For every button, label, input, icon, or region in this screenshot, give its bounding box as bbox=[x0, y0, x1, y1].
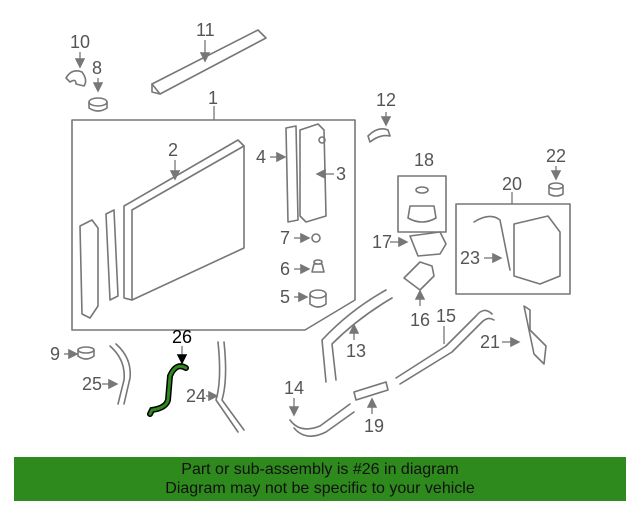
callout-4: 4 bbox=[256, 147, 266, 167]
callout-19: 19 bbox=[364, 416, 384, 436]
part-2-radiator-core bbox=[123, 139, 245, 301]
part-20-reservoir-tank bbox=[473, 215, 561, 285]
callout-10: 10 bbox=[70, 32, 90, 52]
part-21-bracket bbox=[523, 305, 547, 365]
part-18-cap-box bbox=[397, 175, 447, 233]
part-24-hose bbox=[215, 341, 245, 433]
part-8-cushion bbox=[88, 97, 108, 112]
parts-diagram: 11 10 8 1 2 4 3 7 6 bbox=[50, 20, 571, 437]
part-3-tank bbox=[299, 123, 327, 223]
part-9-cushion bbox=[77, 346, 95, 360]
callout-21: 21 bbox=[480, 332, 500, 352]
callout-11: 11 bbox=[196, 20, 215, 40]
callout-20: 20 bbox=[502, 174, 522, 194]
callout-22: 22 bbox=[546, 146, 566, 166]
callout-14: 14 bbox=[284, 378, 304, 398]
radiator-assembly-box bbox=[71, 119, 356, 331]
callout-2: 2 bbox=[168, 140, 178, 160]
callout-9: 9 bbox=[50, 344, 60, 364]
banner-line-2: Diagram may not be specific to your vehi… bbox=[165, 480, 475, 497]
radiator-side-tank-left bbox=[79, 209, 119, 319]
part-7-drain-plug bbox=[311, 233, 321, 243]
part-20-reservoir-box bbox=[455, 203, 571, 295]
callout-23: 23 bbox=[460, 248, 480, 268]
callout-16: 16 bbox=[410, 310, 430, 330]
callout-25: 25 bbox=[82, 374, 102, 394]
info-banner: Part or sub-assembly is #26 in diagram D… bbox=[14, 457, 626, 501]
callout-15: 15 bbox=[436, 306, 456, 326]
callout-5: 5 bbox=[280, 287, 290, 307]
callout-26: 26 bbox=[172, 327, 192, 347]
part-4-seal bbox=[285, 125, 299, 223]
part-6-cap bbox=[311, 259, 325, 273]
callout-8: 8 bbox=[92, 58, 102, 78]
part-5-mount bbox=[309, 289, 327, 308]
callout-1: 1 bbox=[208, 88, 218, 108]
part-16-outlet bbox=[403, 261, 435, 291]
callout-18: 18 bbox=[414, 150, 434, 170]
part-18-cap bbox=[407, 186, 437, 223]
callout-6: 6 bbox=[280, 259, 290, 279]
callout-12: 12 bbox=[376, 90, 396, 110]
callout-24: 24 bbox=[186, 386, 206, 406]
callout-13: 13 bbox=[346, 341, 366, 361]
part-26-hose bbox=[147, 363, 189, 417]
part-25-hose bbox=[109, 343, 132, 405]
callout-3: 3 bbox=[336, 164, 346, 184]
callout-7: 7 bbox=[280, 228, 290, 248]
banner-line-1: Part or sub-assembly is #26 in diagram bbox=[181, 461, 459, 478]
part-14-lower-hose bbox=[289, 403, 355, 437]
part-13-upper-hose bbox=[321, 289, 393, 383]
part-22-cap bbox=[548, 182, 564, 197]
part-10-clip bbox=[65, 70, 87, 87]
part-15-hose bbox=[395, 309, 495, 385]
part-19-connector bbox=[353, 381, 389, 401]
part-12-hose bbox=[367, 128, 391, 143]
callout-17: 17 bbox=[372, 232, 392, 252]
part-17-bracket bbox=[409, 231, 447, 257]
